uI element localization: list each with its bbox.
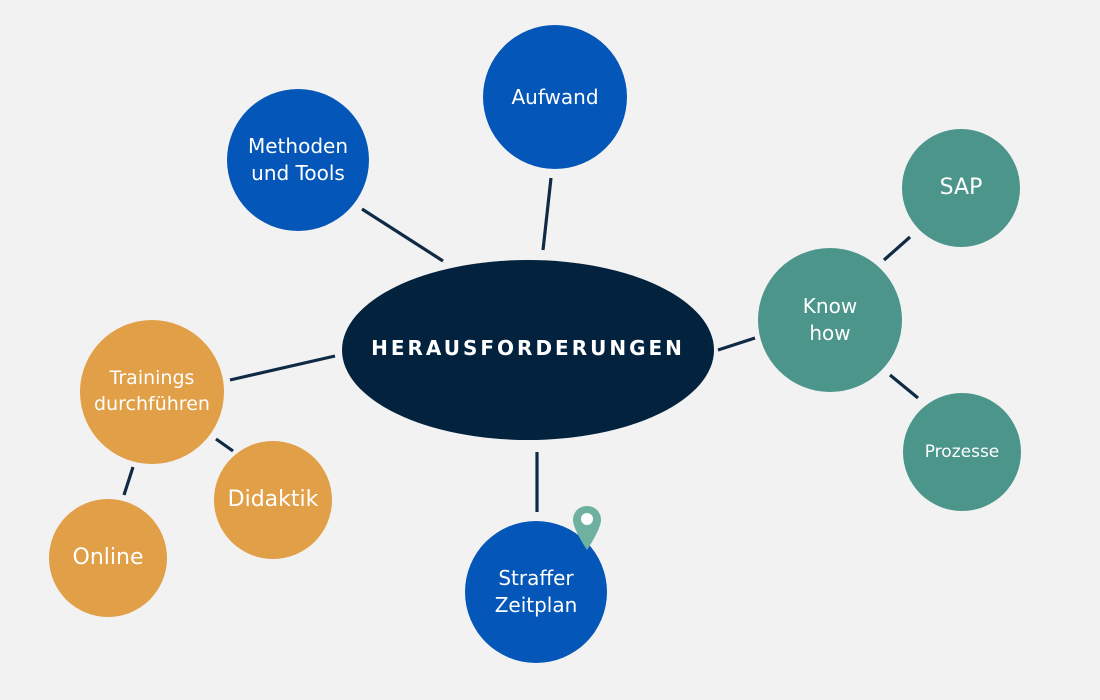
node-straffer-zeitplan[interactable]: Straffer Zeitplan	[465, 521, 607, 663]
map-pin-glyph	[573, 506, 601, 550]
node-label: Didaktik	[227, 487, 319, 513]
connector-knowhow-sap	[882, 235, 912, 262]
connector-trainings-online	[122, 466, 135, 496]
node-label: Methoden und Tools	[248, 134, 348, 185]
node-prozesse[interactable]: Prozesse	[903, 393, 1021, 511]
connector-trainings-center	[229, 354, 336, 382]
node-label: Aufwand	[511, 84, 599, 109]
connector-trainings-didaktik	[215, 437, 234, 453]
node-label: Trainings durchführen	[94, 367, 210, 415]
node-label: Straffer Zeitplan	[494, 566, 578, 617]
node-didaktik[interactable]: Didaktik	[214, 441, 332, 559]
map-pin-icon[interactable]	[572, 505, 602, 555]
connector-methoden-center	[361, 207, 444, 263]
central-topic-herausforderungen[interactable]: HERAUSFORDERUNGEN	[342, 260, 714, 440]
central-topic-label: HERAUSFORDERUNGEN	[371, 336, 685, 360]
node-know-how[interactable]: Know how	[758, 248, 902, 392]
connector-center-knowhow	[717, 336, 756, 352]
node-label: Prozesse	[924, 441, 1000, 462]
node-trainings-durchfuehren[interactable]: Trainings durchführen	[80, 320, 224, 464]
node-label: Online	[72, 545, 144, 571]
connector-knowhow-prozesse	[888, 373, 920, 400]
node-sap[interactable]: SAP	[902, 129, 1020, 247]
node-online[interactable]: Online	[49, 499, 167, 617]
node-label: Know how	[802, 294, 858, 345]
node-methoden-und-tools[interactable]: Methoden und Tools	[227, 89, 369, 231]
node-aufwand[interactable]: Aufwand	[483, 25, 627, 169]
connector-aufwand-center	[541, 177, 553, 251]
node-label: SAP	[939, 175, 983, 201]
